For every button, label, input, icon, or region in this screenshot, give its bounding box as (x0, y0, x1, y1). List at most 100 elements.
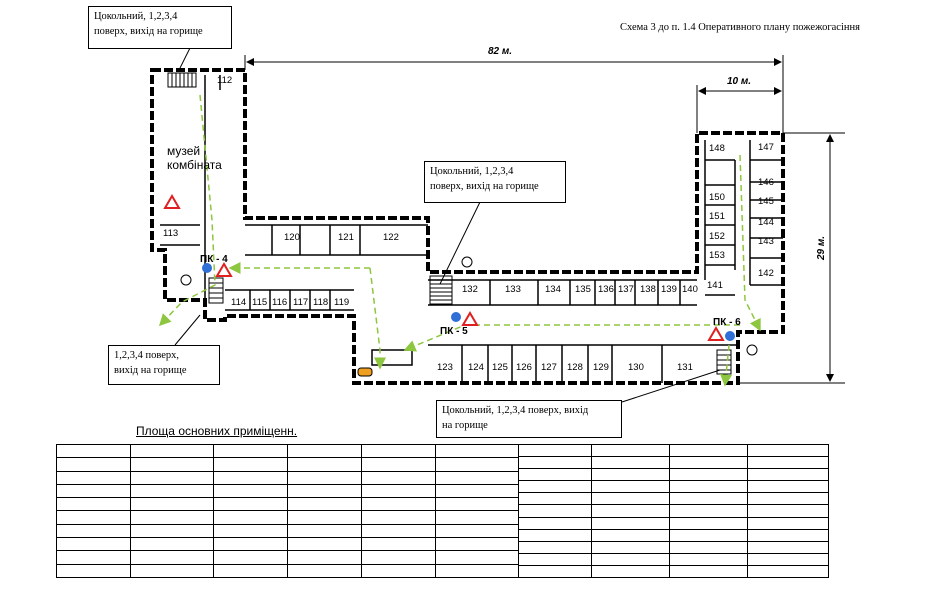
table-cell (57, 563, 130, 577)
room-label: 153 (709, 250, 725, 261)
room-label: 136 (598, 284, 614, 295)
room-label: 140 (682, 284, 698, 295)
table-cell (362, 563, 435, 577)
table-cell (131, 537, 213, 550)
hydrant-pk4-label: ПК - 4 (200, 254, 228, 265)
callout-line: на горище (442, 420, 488, 431)
table-cell (131, 445, 213, 457)
table-cell (288, 563, 361, 577)
table-cell (436, 470, 518, 484)
table-cell (214, 510, 287, 523)
table-cell (288, 497, 361, 510)
table-cell (748, 480, 828, 492)
hydrant-pk6-label: ПК - 6 (713, 317, 741, 328)
table-cell (436, 445, 518, 457)
table-cell (519, 456, 591, 468)
callout-middle: Цокольний, 1,2,3,4 поверх, вихід на гори… (424, 161, 566, 203)
table-cell (748, 468, 828, 480)
table-cell (670, 540, 747, 553)
table-column (435, 445, 518, 577)
room-labels: 112 113 114 115 116 117 118 119 120 121 … (163, 75, 774, 373)
room-label: 133 (505, 284, 521, 295)
table-cell (288, 470, 361, 484)
room-label: 129 (593, 362, 609, 373)
table-cell (131, 497, 213, 510)
room-label: 118 (313, 297, 328, 308)
dimension-lines (244, 55, 845, 384)
table-cell (362, 537, 435, 550)
table-cell (288, 550, 361, 563)
callout-line: Цокольний, 1,2,3,4 (430, 166, 514, 177)
table-cell (748, 552, 828, 565)
dim-wing-label: 10 м. (727, 76, 751, 87)
table-cell (362, 457, 435, 470)
table-cell (592, 516, 669, 529)
table-cell (362, 550, 435, 563)
dim-height-label: 29 м. (816, 236, 827, 261)
table-cell (131, 483, 213, 497)
table-cell (670, 492, 747, 504)
table-column (669, 445, 747, 577)
table-cell (670, 528, 747, 541)
table-cell (592, 552, 669, 565)
room-label: 137 (618, 284, 634, 295)
callout-leaders (174, 47, 721, 403)
table-cell (436, 550, 518, 563)
callout-bottom-left: 1,2,3,4 поверх, вихід на горище (108, 345, 220, 385)
table-cell (288, 523, 361, 537)
room-label: 115 (252, 297, 267, 308)
table-cell (670, 552, 747, 565)
museum-label-2: комбіната (167, 158, 222, 172)
table-cell (288, 483, 361, 497)
table-cell (57, 483, 130, 497)
room-label: 119 (334, 297, 349, 308)
room-label: 130 (628, 362, 644, 373)
table-column (518, 445, 591, 577)
hydrant-icon (725, 331, 735, 341)
room-label: 147 (758, 142, 774, 153)
room-label: 120 (284, 232, 300, 243)
room-label: 134 (545, 284, 561, 295)
table-cell (748, 516, 828, 529)
table-cell (131, 510, 213, 523)
extinguisher-icon (357, 367, 373, 377)
table-cell (519, 504, 591, 516)
table-cell (57, 445, 130, 457)
callout-line: 1,2,3,4 поверх, (114, 350, 180, 361)
table-cell (748, 504, 828, 516)
table-cell (436, 563, 518, 577)
table-cell (436, 523, 518, 537)
table-cell (214, 497, 287, 510)
table-cell (436, 537, 518, 550)
room-label: 144 (758, 217, 774, 228)
table-cell (670, 445, 747, 456)
room-label: 139 (661, 284, 677, 295)
table-cell (592, 540, 669, 553)
callout-line: Цокольний, 1,2,3,4 (94, 11, 178, 22)
room-label: 124 (468, 362, 484, 373)
table-cell (57, 510, 130, 523)
museum-label-1: музей (167, 144, 200, 158)
table-cell (670, 516, 747, 529)
table-cell (670, 564, 747, 577)
callout-bottom-right: Цокольний, 1,2,3,4 поверх, вихід на гори… (436, 400, 622, 438)
table-cell (519, 492, 591, 504)
area-table (56, 444, 829, 578)
table-column (213, 445, 287, 577)
callout-line: поверх, вихід на горище (430, 181, 539, 192)
table-column (130, 445, 213, 577)
table-cell (748, 528, 828, 541)
room-label: 132 (462, 284, 478, 295)
table-cell (131, 470, 213, 484)
room-label: 125 (492, 362, 508, 373)
callout-line: поверх, вихід на горище (94, 26, 203, 37)
table-cell (131, 457, 213, 470)
table-cell (214, 457, 287, 470)
table-cell (362, 470, 435, 484)
table-cell (362, 445, 435, 457)
room-label: 121 (338, 232, 354, 243)
table-cell (436, 510, 518, 523)
room-label: 135 (575, 284, 591, 295)
table-cell (748, 540, 828, 553)
table-cell (436, 457, 518, 470)
